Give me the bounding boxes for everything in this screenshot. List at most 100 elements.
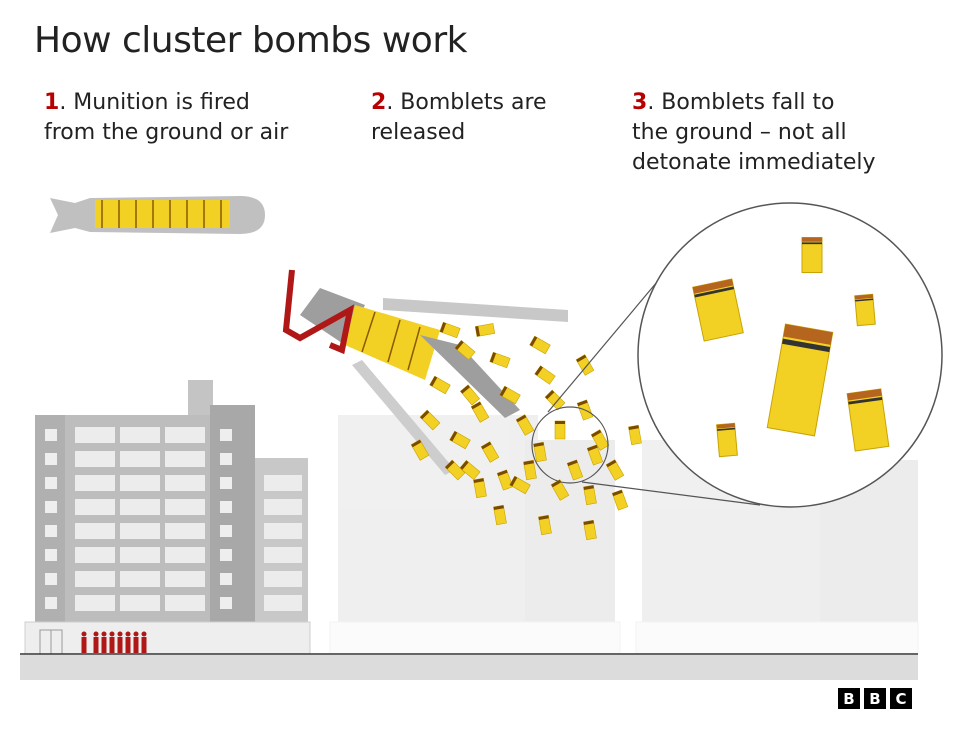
magnifier: [531, 202, 943, 508]
window: [75, 451, 115, 467]
bomblet-icon: [538, 514, 552, 536]
falling-bomblets: [410, 321, 642, 541]
bomblet-icon: [605, 459, 625, 481]
window: [220, 525, 232, 537]
window: [165, 571, 205, 587]
person-icon: [141, 637, 147, 653]
bomblet-icon: [586, 444, 604, 466]
bomblet-icon: [444, 459, 466, 481]
person-icon: [117, 637, 123, 653]
bomblet-icon: [628, 424, 642, 446]
page-title: How cluster bombs work: [34, 20, 467, 61]
window: [120, 547, 160, 563]
window: [220, 429, 232, 441]
bomblet-icon: [459, 459, 481, 481]
bomblet-icon: [459, 384, 481, 406]
window: [220, 549, 232, 561]
logo-letter: B: [838, 688, 860, 709]
step-1-caption: 1. Munition is fired from the ground or …: [44, 88, 288, 148]
bomblet-icon: [419, 409, 441, 431]
bomblet-icon: [515, 414, 535, 436]
window: [264, 475, 302, 491]
bomblet-icon: [480, 441, 500, 463]
person-icon: [109, 637, 115, 653]
window: [75, 427, 115, 443]
step-text: . Bomblets fall to: [647, 90, 835, 115]
step-text: . Munition is fired: [59, 90, 250, 115]
bomblet-icon: [611, 489, 629, 511]
person-icon: [125, 631, 131, 637]
window: [165, 547, 205, 563]
faded-building-middle: [329, 415, 621, 655]
window: [45, 429, 57, 441]
window: [75, 523, 115, 539]
window: [120, 451, 160, 467]
bomblet-icon: [449, 430, 471, 450]
window: [75, 475, 115, 491]
step-number: 2: [371, 90, 387, 115]
bomblet-closeup-icon: [801, 237, 823, 273]
window: [165, 499, 205, 515]
bomblet-icon: [410, 439, 430, 461]
window: [75, 571, 115, 587]
bomblet-icon: [470, 401, 490, 423]
window: [220, 453, 232, 465]
logo-letter: C: [890, 688, 912, 709]
window: [120, 595, 160, 611]
window: [75, 547, 115, 563]
step-3-caption: 3. Bomblets fall to the ground – not all…: [632, 88, 876, 178]
window: [165, 475, 205, 491]
window: [264, 595, 302, 611]
person-icon: [125, 637, 131, 653]
bomblet-icon: [583, 519, 597, 541]
person-icon: [117, 631, 123, 637]
person-icon: [133, 631, 139, 637]
window: [45, 525, 57, 537]
step-text: the ground – not all: [632, 120, 847, 145]
building: [24, 380, 311, 655]
window: [220, 597, 232, 609]
bomblet-icon: [583, 484, 597, 506]
window: [120, 499, 160, 515]
window: [165, 451, 205, 467]
bomblet-icon: [575, 354, 595, 376]
bomblet-icon: [523, 459, 537, 481]
opening-bomb-icon: [282, 269, 568, 475]
step-number: 1: [44, 90, 60, 115]
bomblet-closeup-icon: [716, 422, 738, 458]
step-text: . Bomblets are: [386, 90, 547, 115]
bomblet-icon: [454, 339, 476, 361]
window: [165, 523, 205, 539]
window: [45, 549, 57, 561]
step-text: detonate immediately: [632, 150, 876, 175]
bomblet-icon: [590, 429, 610, 451]
person-icon: [109, 631, 115, 637]
bomblet-icon: [509, 475, 531, 495]
window: [165, 595, 205, 611]
step-text: from the ground or air: [44, 120, 289, 145]
bbc-logo: B B C: [838, 688, 912, 709]
person-icon: [101, 637, 107, 653]
person-icon: [141, 631, 147, 637]
bomblet-icon: [499, 385, 521, 405]
person-icon: [81, 637, 87, 653]
logo-letter: B: [864, 688, 886, 709]
ground: [20, 655, 918, 680]
step-2-caption: 2. Bomblets are released: [371, 88, 547, 148]
window: [75, 595, 115, 611]
window: [220, 573, 232, 585]
person-icon: [93, 637, 99, 653]
window: [120, 427, 160, 443]
window: [264, 571, 302, 587]
bomblet-closeup-icon: [766, 323, 834, 437]
bomblet-icon: [496, 469, 514, 491]
bomblet-icon: [533, 441, 547, 463]
window: [120, 571, 160, 587]
window: [75, 499, 115, 515]
bomblet-icon: [489, 351, 511, 369]
people-silhouettes: [81, 631, 147, 653]
bomblet-icon: [544, 389, 566, 411]
window: [264, 547, 302, 563]
step-text: released: [371, 120, 466, 145]
